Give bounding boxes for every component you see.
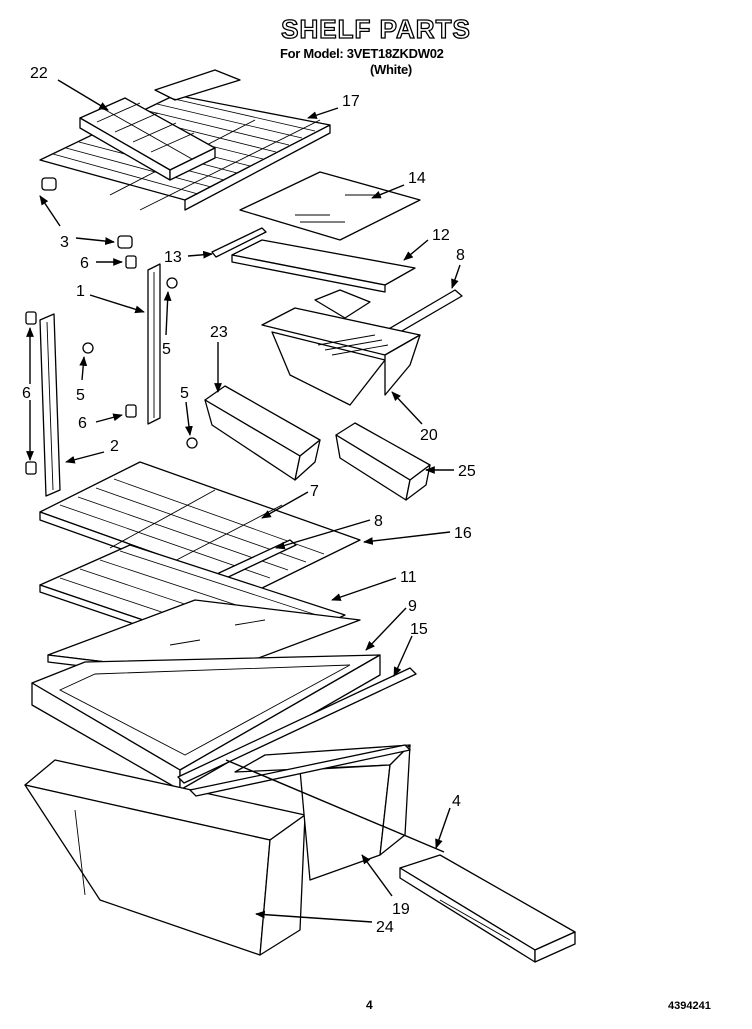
- callout-22: 22: [30, 65, 48, 82]
- callout-2: 2: [110, 438, 119, 455]
- part-22-egg-tray: [79, 97, 216, 181]
- callout-15: 15: [410, 621, 428, 638]
- part-13-rail: [211, 227, 267, 258]
- color-line: (White): [370, 62, 412, 77]
- part-6-clips: [25, 255, 137, 475]
- callout-5-right: 5: [162, 341, 171, 358]
- part-15-front-rail: [177, 667, 417, 784]
- callout-3: 3: [60, 234, 69, 251]
- callout-8-upper: 8: [456, 247, 465, 264]
- callout-12: 12: [432, 227, 450, 244]
- leader-lines: [26, 79, 461, 923]
- part-4-drawer-cover: [399, 854, 576, 963]
- part-3-shelf-bracket: [41, 177, 133, 249]
- part-2-left-channel: [39, 313, 61, 497]
- part-14-glass-insert: [239, 171, 421, 241]
- part-12-shelf-frame: [231, 239, 416, 293]
- callout-5-left: 5: [76, 387, 85, 404]
- part-24-crisper-drawer-left: [24, 759, 306, 956]
- callout-9: 9: [408, 598, 417, 615]
- callout-11: 11: [400, 569, 417, 586]
- callout-5-bottom: 5: [180, 385, 189, 402]
- part-20-meat-drawer: [261, 289, 421, 406]
- page-number: 4: [366, 998, 373, 1012]
- page-title: SHELF PARTS: [281, 13, 471, 44]
- model-line: For Model: 3VET18ZKDW02: [280, 46, 444, 61]
- callout-6-left: 6: [22, 385, 31, 402]
- callout-25: 25: [458, 463, 476, 480]
- callout-6-top: 6: [80, 255, 89, 272]
- callout-1: 1: [76, 283, 85, 300]
- callout-6-mid: 6: [78, 415, 87, 432]
- callout-7: 7: [310, 483, 319, 500]
- document-number: 4394241: [668, 1000, 711, 1012]
- callout-8-lower: 8: [374, 513, 383, 530]
- callout-24: 24: [376, 919, 394, 936]
- callout-17: 17: [342, 93, 360, 110]
- part-23-deli-bin: [204, 385, 321, 481]
- callout-14: 14: [408, 170, 426, 187]
- part-1-right-channel: [147, 263, 161, 425]
- callout-16: 16: [454, 525, 472, 542]
- callout-4: 4: [452, 793, 461, 810]
- callout-13: 13: [164, 249, 182, 266]
- callout-20: 20: [420, 427, 438, 444]
- callout-19: 19: [392, 901, 410, 918]
- part-5-screws: [82, 277, 198, 449]
- part-25-bin: [335, 422, 431, 501]
- callout-23: 23: [210, 324, 228, 341]
- callout-labels: 22 17 14 12 8 13 3 6 1 5 5 6 6 2 5 23 20…: [22, 65, 476, 936]
